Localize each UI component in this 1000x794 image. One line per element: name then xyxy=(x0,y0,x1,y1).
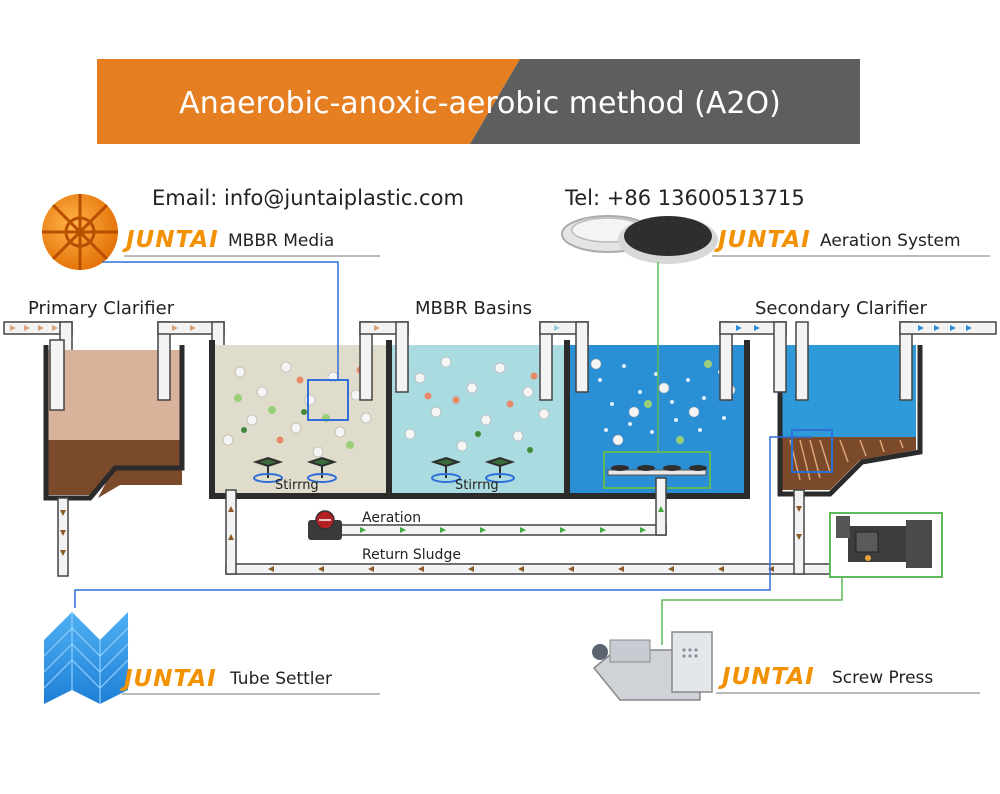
brand-logo-mbbr: JUNTAI xyxy=(122,227,219,253)
transfer-flow-arrows xyxy=(172,325,760,331)
mbbr-media-callout-box xyxy=(307,379,349,421)
screw-press-callout-line xyxy=(661,577,843,645)
section-secondary-clarifier: Secondary Clarifier xyxy=(755,298,927,319)
primary-clarifier-tank xyxy=(43,321,225,577)
product-label-mbbr-media: MBBR Media xyxy=(228,231,334,251)
mbbr-media-callout-line xyxy=(102,261,339,380)
mbbr-basin-walls xyxy=(209,340,750,499)
dewatering-callout-box xyxy=(829,512,943,578)
label-stirring-anoxic: Stirrng xyxy=(455,478,499,493)
banner-orange-part xyxy=(97,59,520,144)
screw-press-icon xyxy=(592,631,713,701)
secondary-clarifier-tank xyxy=(777,321,997,497)
product-label-tube-settler: Tube Settler xyxy=(229,669,332,689)
stirrer-icon xyxy=(252,456,338,483)
aeration-disc-icon xyxy=(561,215,718,264)
product-label-aeration-system: Aeration System xyxy=(820,231,961,251)
section-primary-clarifier: Primary Clarifier xyxy=(28,298,175,319)
tube-settler-icon xyxy=(43,612,129,704)
contact-tel: Tel: +86 13600513715 xyxy=(564,186,805,210)
tube-settler-callout-line xyxy=(74,436,812,608)
banner-grey-part xyxy=(470,59,860,144)
brand-logo-tube-settler: JUNTAI xyxy=(120,666,217,692)
contact-email: Email: info@juntaiplastic.com xyxy=(152,186,464,210)
label-stirring-anaerobic: Stirrng xyxy=(275,478,319,493)
stirrer-icon xyxy=(430,456,516,483)
aerobic-basin xyxy=(570,345,744,495)
page-title: Anaerobic-anoxic-aerobic method (A2O) xyxy=(179,86,781,121)
mbbr-media-icon xyxy=(42,194,118,270)
brand-logo-aeration: JUNTAI xyxy=(714,227,811,253)
label-return-sludge: Return Sludge xyxy=(362,547,461,563)
transfer-pipes xyxy=(359,321,787,401)
aeration-air-line xyxy=(339,477,667,536)
title-banner: Anaerobic-anoxic-aerobic method (A2O) xyxy=(97,59,860,144)
anoxic-basin xyxy=(392,345,564,495)
aeration-grid xyxy=(607,465,707,476)
air-blower-icon xyxy=(308,510,342,540)
brand-logo-screw-press: JUNTAI xyxy=(718,664,815,690)
dewatering-machine-icon xyxy=(836,516,932,568)
section-mbbr-basins: MBBR Basins xyxy=(415,298,532,319)
product-label-screw-press: Screw Press xyxy=(832,668,933,688)
return-sludge-line xyxy=(225,489,831,575)
tube-settler-callout-box xyxy=(791,429,833,473)
label-aeration: Aeration xyxy=(362,510,421,526)
